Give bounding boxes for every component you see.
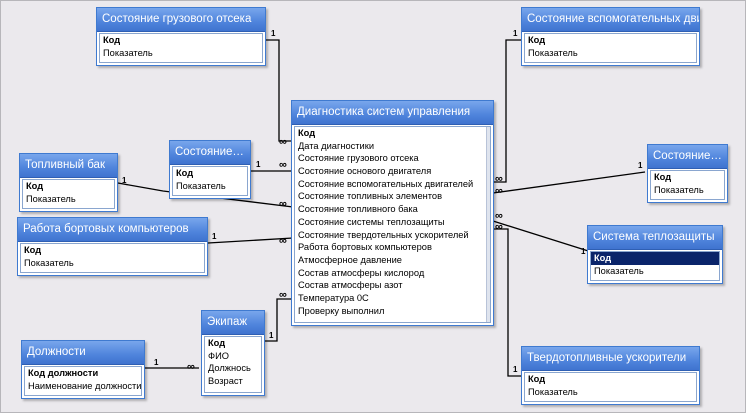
- field-row[interactable]: Показатель: [594, 265, 644, 276]
- table-fuel-tank[interactable]: Топливный бак Код Показатель: [19, 153, 118, 212]
- field-row[interactable]: Дата диагностики: [298, 140, 375, 151]
- field-row[interactable]: Показатель: [176, 180, 226, 191]
- one-marker: 1: [122, 176, 127, 185]
- field-list: Код должности Наименование должности: [24, 366, 142, 396]
- table-title[interactable]: Должности: [22, 341, 144, 365]
- field-row[interactable]: Код: [528, 35, 546, 45]
- one-marker: 1: [269, 331, 274, 340]
- table-thermal-protection[interactable]: Система теплозащиты Код Показатель: [587, 225, 723, 284]
- many-marker: ∞: [495, 210, 503, 222]
- field-row[interactable]: Наименование должности: [28, 380, 141, 391]
- field-row[interactable]: Код: [24, 245, 42, 255]
- field-row[interactable]: Код: [298, 128, 316, 138]
- many-marker: ∞: [495, 173, 503, 185]
- table-title[interactable]: Работа бортовых компьютеров: [18, 218, 207, 242]
- one-marker: 1: [581, 247, 586, 256]
- field-row[interactable]: Код: [103, 35, 121, 45]
- many-marker: ∞: [187, 361, 195, 373]
- table-cargo-state[interactable]: Состояние грузового отсека Код Показател…: [96, 7, 266, 66]
- one-marker: 1: [638, 161, 643, 170]
- field-row[interactable]: Проверку выполнил: [298, 305, 385, 316]
- scrollbar[interactable]: [486, 127, 490, 322]
- table-aux-engines-state[interactable]: Состояние вспомогательных двиг Код Показ…: [521, 7, 700, 66]
- field-row[interactable]: Состояние грузового отсека: [298, 153, 419, 164]
- field-row[interactable]: Показатель: [528, 47, 578, 58]
- table-fuel-cells-state[interactable]: Состояние… Код Показатель: [647, 144, 728, 203]
- table-title[interactable]: Состояние грузового отсека: [97, 8, 265, 32]
- field-list: Код Показатель: [20, 243, 205, 273]
- field-list: Код Показатель: [22, 179, 115, 209]
- link-crew: [263, 298, 293, 342]
- field-row[interactable]: Код: [176, 168, 194, 178]
- field-row[interactable]: Температура 0С: [298, 292, 369, 303]
- table-title[interactable]: Диагностика систем управления: [292, 101, 493, 125]
- link-aux-engines: [493, 39, 521, 183]
- field-row[interactable]: Должнось: [208, 363, 251, 374]
- field-row[interactable]: Показатель: [103, 47, 153, 58]
- table-title[interactable]: Состояние вспомогательных двиг: [522, 8, 699, 32]
- one-marker: 1: [513, 365, 518, 374]
- field-row[interactable]: Код должности: [28, 368, 99, 378]
- many-marker: ∞: [279, 235, 287, 247]
- field-row[interactable]: Состояние топливного бака: [298, 204, 418, 215]
- many-marker: ∞: [279, 159, 287, 171]
- table-solid-fuel-boosters[interactable]: Твердотопливные ускорители Код Показател…: [521, 346, 700, 405]
- table-title[interactable]: Система теплозащиты: [588, 226, 722, 250]
- field-row[interactable]: Код: [208, 338, 226, 348]
- field-list: Код Показатель: [524, 372, 697, 402]
- many-marker: ∞: [495, 221, 503, 233]
- field-row[interactable]: Состояние топливных элементов: [298, 191, 443, 202]
- one-marker: 1: [154, 358, 159, 367]
- field-row[interactable]: Атмосферное давление: [298, 254, 402, 265]
- field-row[interactable]: Показатель: [26, 193, 76, 204]
- table-title[interactable]: Состояние…: [648, 145, 727, 169]
- one-marker: 1: [513, 29, 518, 38]
- table-title[interactable]: Состояние…: [170, 141, 250, 165]
- field-list: Код Показатель: [99, 33, 263, 63]
- field-row[interactable]: Код: [528, 374, 546, 384]
- field-row[interactable]: Состав атмосферы азот: [298, 280, 403, 291]
- one-marker: 1: [212, 232, 217, 241]
- field-row[interactable]: Показатель: [528, 386, 578, 397]
- field-row[interactable]: Показатель: [654, 184, 704, 195]
- table-crew[interactable]: Экипаж Код ФИО Должнось Возраст: [201, 310, 265, 396]
- link-fuel-cells: [492, 171, 646, 194]
- field-row-selected[interactable]: Код: [591, 252, 719, 265]
- field-row[interactable]: Состояние вспомогательных двигателей: [298, 178, 474, 189]
- field-row[interactable]: Код: [26, 181, 44, 191]
- field-row[interactable]: Код: [654, 172, 672, 182]
- field-row[interactable]: Состояние твердотельных ускорителей: [298, 229, 469, 240]
- link-boosters: [493, 228, 521, 377]
- one-marker: 1: [256, 160, 261, 169]
- field-row[interactable]: Состояние основого двигателя: [298, 166, 432, 177]
- table-main-engine-state[interactable]: Состояние… Код Показатель: [169, 140, 251, 199]
- field-row[interactable]: Состояние системы теплозащиты: [298, 216, 445, 227]
- field-row[interactable]: Показатель: [24, 257, 74, 268]
- field-row[interactable]: Состав атмосферы кислород: [298, 267, 425, 278]
- field-list: Код Показатель: [172, 166, 248, 196]
- table-positions[interactable]: Должности Код должности Наименование дол…: [21, 340, 145, 399]
- one-marker: 1: [271, 29, 276, 38]
- field-list: Код Показатель: [650, 170, 725, 200]
- field-row[interactable]: ФИО: [208, 350, 229, 361]
- table-title[interactable]: Экипаж: [202, 311, 264, 335]
- table-onboard-computers[interactable]: Работа бортовых компьютеров Код Показате…: [17, 217, 208, 276]
- field-list: Код Показатель: [590, 251, 720, 281]
- many-marker: ∞: [279, 289, 287, 301]
- field-row[interactable]: Возраст: [208, 376, 243, 387]
- table-control-systems-diagnostics[interactable]: Диагностика систем управления Код Дата д…: [291, 100, 494, 326]
- many-marker: ∞: [279, 136, 287, 148]
- field-list: Код ФИО Должнось Возраст: [204, 336, 262, 393]
- many-marker: ∞: [279, 198, 287, 210]
- table-title[interactable]: Топливный бак: [20, 154, 117, 178]
- field-list: Код Дата диагностики Состояние грузового…: [294, 126, 491, 323]
- link-cargo: [266, 39, 293, 142]
- table-title[interactable]: Твердотопливные ускорители: [522, 347, 699, 371]
- field-list: Код Показатель: [524, 33, 697, 63]
- field-row[interactable]: Работа бортовых компьютеров: [298, 242, 432, 253]
- many-marker: ∞: [495, 185, 503, 197]
